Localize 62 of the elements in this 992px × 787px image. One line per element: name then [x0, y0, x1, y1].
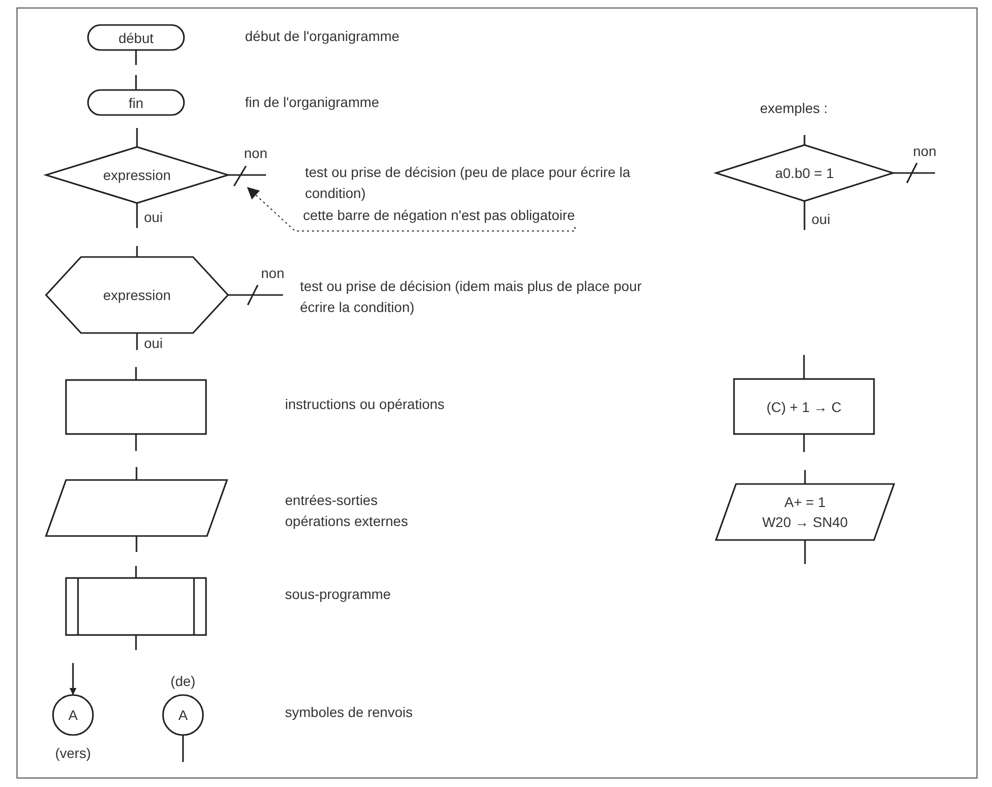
connector-line [136, 128, 138, 147]
description-text: début de l'organigramme [245, 27, 400, 46]
negation-bar [233, 165, 247, 187]
terminator-shape [88, 25, 184, 50]
connector-line [135, 635, 137, 650]
connector-line [135, 50, 137, 65]
edge-label: oui [812, 211, 830, 227]
connector-line [893, 162, 935, 184]
connector-line [136, 333, 138, 350]
input-output-parallelogram [46, 480, 227, 536]
terminator-shape [88, 90, 184, 115]
description-text: symboles de renvois [285, 703, 413, 722]
description-text: sous-programme [285, 585, 391, 604]
description-text: test ou prise de décision (idem mais plus de place pour écrire la condition) [300, 277, 643, 317]
connector-line [136, 467, 138, 480]
node-text: a0.b0 = 1 [775, 164, 834, 183]
node-text: W20 → SN40 [762, 513, 848, 532]
description-text: entrées-sorties opérations externes [285, 491, 409, 531]
connector-line [136, 203, 138, 228]
connector-circle [53, 695, 93, 735]
decision-hexagon [46, 257, 228, 333]
decision-diamond [46, 147, 228, 203]
connector-line [135, 75, 137, 90]
process-box [66, 380, 206, 434]
connector-line [228, 174, 266, 176]
node-text: (C) + 1 → C [766, 398, 842, 416]
connector-line [804, 135, 806, 145]
caption-text: (vers) [55, 745, 91, 761]
description-text: test ou prise de décision (peu de place pour écrire la condition) [305, 163, 632, 203]
connector-line [228, 284, 283, 306]
node-text: début [118, 28, 154, 48]
connector-line [135, 367, 137, 380]
connector-line [804, 201, 806, 230]
node-text: expression [103, 286, 171, 305]
description-text: instructions ou opérations [285, 395, 445, 414]
note-text: cette barre de négation n'est pas obligatoire [303, 203, 575, 227]
subroutine-box [66, 578, 206, 635]
caption-text: (de) [170, 673, 196, 689]
node-text: fin [128, 94, 144, 112]
input-output-parallelogram [716, 484, 894, 540]
connector-line [135, 434, 137, 451]
connector-line [182, 735, 184, 762]
edge-label: oui [144, 335, 163, 351]
arrow [70, 663, 76, 695]
node-text: A+ = 1 [784, 493, 826, 512]
connector-circle [163, 695, 203, 735]
node-text: A [178, 706, 188, 725]
connector-line [136, 246, 138, 257]
connector-line [803, 434, 805, 452]
description-text: fin de l'organigramme [245, 93, 380, 112]
process-box [734, 379, 874, 434]
connector-line [804, 470, 806, 484]
leader-line [246, 186, 576, 232]
connector-line [136, 536, 138, 552]
node-text: A [68, 706, 78, 725]
connector-line [803, 355, 805, 379]
connector-line [804, 540, 806, 564]
decision-diamond [716, 145, 893, 201]
connector-line [135, 566, 137, 578]
node-text: expression [103, 166, 171, 185]
description-text: exemples : [760, 99, 828, 118]
edge-label: oui [144, 209, 163, 225]
